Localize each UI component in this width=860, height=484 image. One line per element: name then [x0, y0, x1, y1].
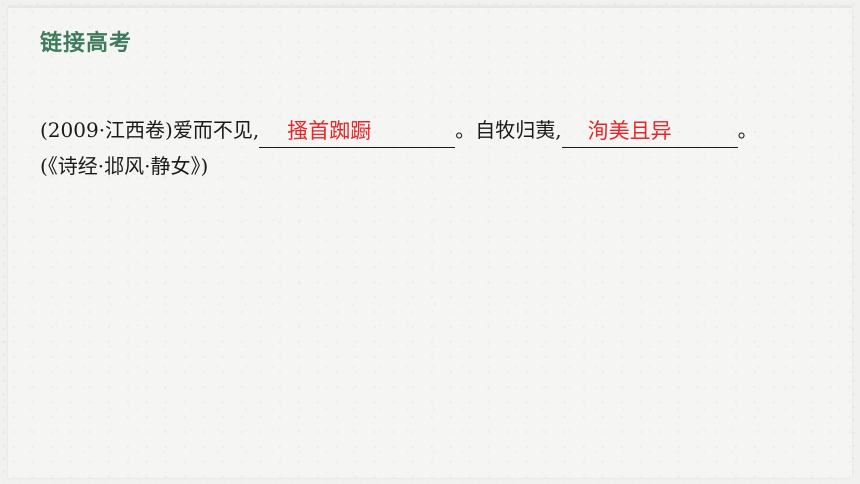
- answer-text-2: 洵美且异: [587, 119, 672, 143]
- answer-blank-1: 搔首踟蹰: [259, 119, 456, 148]
- section-heading: 链接高考: [40, 31, 133, 56]
- question-text-1: 爱而不见,: [172, 118, 260, 142]
- answer-blank-2: 洵美且异: [561, 119, 738, 148]
- question-text-end: 。: [737, 118, 758, 142]
- question-body: (2009·江西卷)爱而不见, 搔首踟蹰 。自牧归荑, 洵美且异 。 (《诗经·邶风·静…: [40, 112, 840, 184]
- question-line-1: (2009·江西卷)爱而不见, 搔首踟蹰 。自牧归荑, 洵美且异 。: [40, 112, 840, 148]
- question-citation: (《诗经·邶风·静女》): [40, 154, 209, 178]
- question-source: (2009·江西卷): [40, 118, 173, 142]
- slide: 链接高考 (2009·江西卷)爱而不见, 搔首踟蹰 。自牧归荑, 洵美且异 。 (《诗经…: [8, 6, 852, 478]
- top-divider: [8, 6, 852, 8]
- question-text-2: 。自牧归荑,: [455, 118, 562, 142]
- answer-text-1: 搔首踟蹰: [287, 119, 372, 143]
